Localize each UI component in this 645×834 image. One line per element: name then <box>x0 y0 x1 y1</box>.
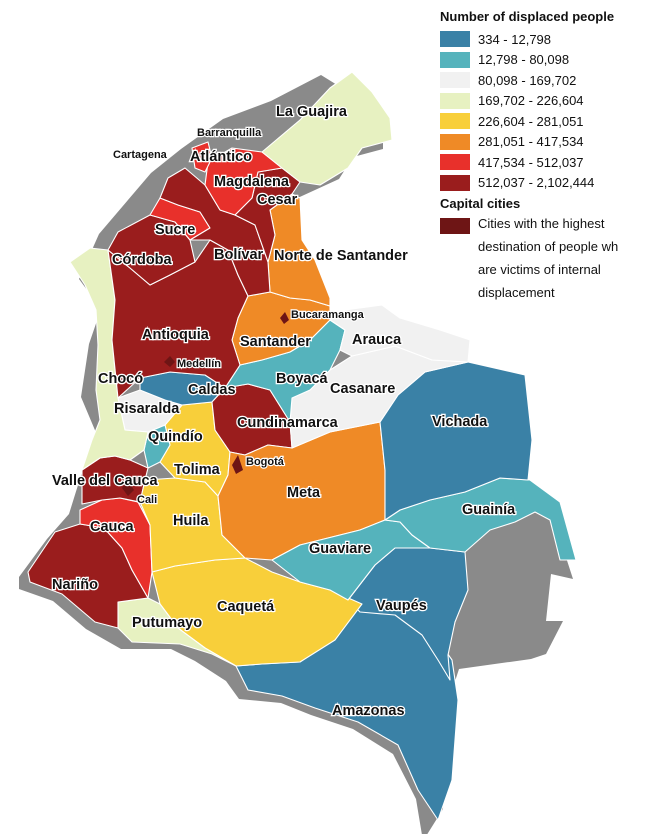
label-cesar: Cesar <box>257 192 298 208</box>
legend-range-label: 226,604 - 281,051 <box>478 113 584 129</box>
label-valle-del-cauca: Valle del Cauca <box>52 473 159 489</box>
label-cauca: Cauca <box>90 519 134 535</box>
label-atlantico: Atlántico <box>190 149 252 165</box>
legend-item: 512,037 - 2,102,444 <box>440 173 645 194</box>
legend-swatch <box>440 51 470 68</box>
label-meta: Meta <box>287 485 321 501</box>
label-caqueta: Caquetá <box>217 599 275 615</box>
legend-item: 226,604 - 281,051 <box>440 111 645 132</box>
legend-swatch <box>440 72 470 89</box>
label-antioquia: Antioquia <box>142 327 210 343</box>
capitals-desc-line: are victims of internal <box>478 262 601 277</box>
legend-range-label: 12,798 - 80,098 <box>478 52 570 68</box>
legend-swatch <box>440 174 470 191</box>
legend-range-label: 334 - 12,798 <box>478 31 552 47</box>
city-marker-bogota <box>232 455 243 474</box>
label-santander: Santander <box>240 334 311 350</box>
label-bogota: Bogotá <box>246 456 285 468</box>
legend-range-label: 417,534 - 512,037 <box>478 154 584 170</box>
label-guainia: Guainía <box>462 502 516 518</box>
label-sucre: Sucre <box>155 222 195 238</box>
label-huila: Huila <box>173 513 209 529</box>
legend-ranges: 334 - 12,798 12,798 - 80,098 80,098 - 16… <box>440 29 645 193</box>
label-medellin: Medellín <box>177 358 221 370</box>
label-narino: Nariño <box>52 577 98 593</box>
legend-item: 334 - 12,798 <box>440 29 645 50</box>
legend: Number of displaced people 334 - 12,798 … <box>440 9 645 304</box>
label-norte-de-santander: Norte de Santander <box>274 248 408 264</box>
legend-swatch <box>440 31 470 48</box>
label-bucaramanga: Bucaramanga <box>291 309 365 321</box>
legend-item: 281,051 - 417,534 <box>440 132 645 153</box>
legend-swatch <box>440 133 470 150</box>
label-boyaca: Boyacá <box>276 371 329 387</box>
label-quindio: Quindío <box>148 429 203 445</box>
capital-city-markers <box>122 312 289 496</box>
capitals-desc-line: destination of people wh <box>478 239 619 254</box>
label-arauca: Arauca <box>352 332 402 348</box>
dept-putumayo[interactable] <box>117 597 237 667</box>
label-la-guajira: La Guajira <box>276 104 348 120</box>
capitals-desc-line: Cities with the highest <box>478 216 605 231</box>
label-tolima: Tolima <box>174 462 221 478</box>
label-risaralda: Risaralda <box>114 401 180 417</box>
city-labels: Barranquilla Cartagena Bucaramanga Medel… <box>112 126 366 507</box>
dept-magdalena[interactable] <box>204 147 283 216</box>
legend-range-label: 80,098 - 169,702 <box>478 72 577 88</box>
capitals-title: Capital cities <box>440 196 521 211</box>
city-marker-medellin <box>164 356 175 367</box>
capitals-swatch <box>440 218 470 234</box>
label-putumayo: Putumayo <box>132 615 202 631</box>
legend-swatch <box>440 154 470 171</box>
legend-range-label: 169,702 - 226,604 <box>478 93 584 109</box>
legend-swatch <box>440 113 470 130</box>
dept-la-guajira[interactable] <box>261 71 393 186</box>
label-bolivar: Bolívar <box>214 247 264 263</box>
dept-atlantico[interactable] <box>191 141 213 173</box>
legend-swatch <box>440 92 470 109</box>
label-cundinamarca: Cundinamarca <box>237 415 339 431</box>
label-vichada: Vichada <box>432 414 488 430</box>
legend-range-label: 512,037 - 2,102,444 <box>478 175 595 191</box>
label-casanare: Casanare <box>330 381 395 397</box>
capitals-legend-item: Cities with the highest destination of p… <box>440 216 645 304</box>
legend-item: 80,098 - 169,702 <box>440 70 645 91</box>
city-marker-cali <box>122 480 134 496</box>
label-cali: Cali <box>137 494 157 506</box>
city-marker-bucaramanga <box>280 312 289 324</box>
label-cartagena: Cartagena <box>113 149 168 161</box>
label-vaupes: Vaupés <box>376 598 427 614</box>
label-caldas: Caldas <box>188 382 236 398</box>
legend-item: 417,534 - 512,037 <box>440 152 645 173</box>
legend-item: 12,798 - 80,098 <box>440 50 645 71</box>
legend-item: 169,702 - 226,604 <box>440 91 645 112</box>
department-labels: La Guajira Atlántico Magdalena Cesar Suc… <box>51 103 518 721</box>
legend-title: Number of displaced people <box>440 9 615 24</box>
capitals-description: Cities with the highest destination of p… <box>478 212 618 304</box>
legend-range-label: 281,051 - 417,534 <box>478 134 584 150</box>
label-choco: Chocó <box>98 371 143 387</box>
dept-arauca[interactable] <box>329 304 471 363</box>
label-guaviare: Guaviare <box>309 541 371 557</box>
label-barranquilla: Barranquilla <box>197 127 262 139</box>
label-cordoba: Córdoba <box>112 252 173 268</box>
label-magdalena: Magdalena <box>214 174 290 190</box>
departments <box>27 71 577 821</box>
label-amazonas: Amazonas <box>332 703 405 719</box>
capitals-desc-line: displacement <box>478 285 555 300</box>
